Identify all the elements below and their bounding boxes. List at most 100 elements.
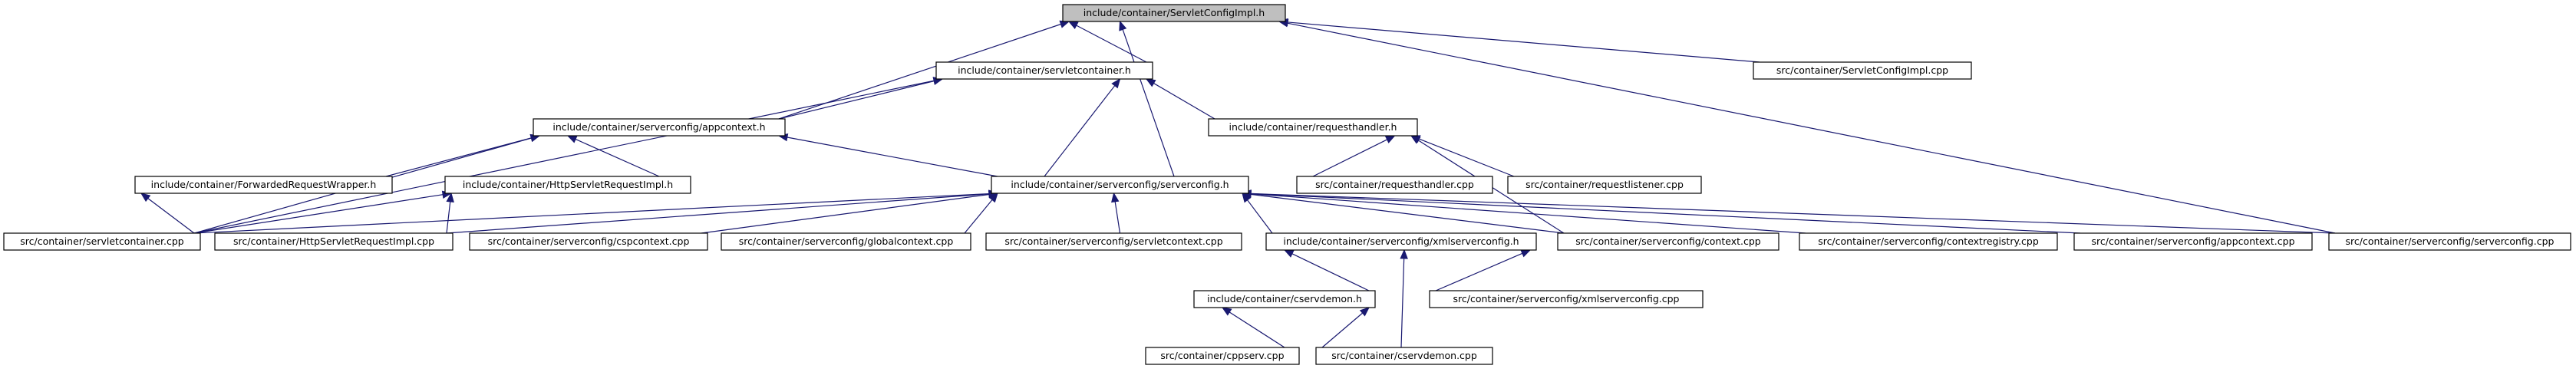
edge-arrowhead xyxy=(1283,249,1295,258)
edge-cfgimpl_cpp-to-root xyxy=(1278,18,1760,63)
node-servletcontainer-h[interactable]: include/container/servletcontainer.h xyxy=(935,61,1153,80)
edge-arrowhead xyxy=(1400,249,1408,259)
svg-text:src/container/serverconfig/ser: src/container/serverconfig/serverconfig.… xyxy=(2346,235,2555,247)
edge-arrowhead xyxy=(1384,135,1396,143)
node-httpservletrequestimpl-h[interactable]: include/container/HttpServletRequestImpl… xyxy=(444,176,691,194)
svg-text:src/container/serverconfig/ser: src/container/serverconfig/servletcontex… xyxy=(1004,235,1222,247)
svg-text:src/container/serverconfig/xml: src/container/serverconfig/xmlserverconf… xyxy=(1453,293,1680,305)
edge-arrowhead xyxy=(1067,21,1079,29)
edge-line xyxy=(1250,193,2336,234)
edge-arrowhead xyxy=(1359,307,1370,317)
svg-text:src/container/servletcontainer: src/container/servletcontainer.cpp xyxy=(20,235,184,247)
edge-arrowhead xyxy=(566,135,578,143)
node-appcontext-cpp[interactable]: src/container/serverconfig/appcontext.cp… xyxy=(2073,232,2313,251)
node-requestlistener-cpp[interactable]: src/container/requestlistener.cpp xyxy=(1507,176,1702,194)
edge-line xyxy=(1287,22,2336,234)
edge-line xyxy=(385,137,532,177)
edge-servletcontainer_cpp-to-serverconfig_h xyxy=(193,189,999,234)
svg-text:src/container/serverconfig/glo: src/container/serverconfig/globalcontext… xyxy=(739,235,954,247)
edge-context_cpp-to-serverconfig_h xyxy=(1241,190,1565,234)
edge-line xyxy=(1250,193,1565,234)
edge-line xyxy=(193,194,444,234)
edge-line xyxy=(1250,193,2081,234)
node-xmlserverconfig-cpp[interactable]: src/container/serverconfig/xmlserverconf… xyxy=(1429,290,1704,308)
graph-edges xyxy=(140,18,2336,348)
node-servletcontext-cpp[interactable]: src/container/serverconfig/servletcontex… xyxy=(985,232,1242,251)
edge-line xyxy=(446,193,990,234)
node-servletconfigimpl-h[interactable]: include/container/ServletConfigImpl.h xyxy=(1062,4,1286,22)
node-requesthandler-h[interactable]: include/container/requesthandler.h xyxy=(1208,118,1418,137)
node-requesthandler-cpp[interactable]: src/container/requesthandler.cpp xyxy=(1296,176,1493,194)
svg-text:src/container/serverconfig/csp: src/container/serverconfig/cspcontext.cp… xyxy=(488,235,690,247)
edge-line xyxy=(1250,193,1806,234)
node-contextregistry-cpp[interactable]: src/container/serverconfig/contextregist… xyxy=(1799,232,2058,251)
edge-line xyxy=(787,137,998,177)
svg-text:include/container/serverconfig: include/container/serverconfig/servercon… xyxy=(1011,179,1229,190)
edge-xmlserverconfig_cpp-to-xmlserverconfig_h xyxy=(1435,249,1532,291)
node-cservdemon-cpp[interactable]: src/container/cservdemon.cpp xyxy=(1315,347,1493,365)
svg-text:include/container/requesthandl: include/container/requesthandler.h xyxy=(1229,121,1397,133)
edge-httpreqimpl_cpp-to-serverconfig_h xyxy=(446,189,999,234)
edge-line xyxy=(1114,201,1121,234)
edge-serverconfig_cpp-to-serverconfig_h xyxy=(1241,189,2336,234)
graph-nodes: include/container/ServletConfigImpl.h sr… xyxy=(3,4,2571,365)
edge-serverconfig_h-to-servletcontainer_h xyxy=(1044,77,1121,177)
svg-text:src/container/cppserv.cpp: src/container/cppserv.cpp xyxy=(1160,350,1284,361)
edge-line xyxy=(1435,252,1523,291)
edge-line xyxy=(1400,258,1405,348)
edge-arrowhead xyxy=(1111,77,1121,89)
svg-text:include/container/HttpServletR: include/container/HttpServletRequestImpl… xyxy=(463,179,673,190)
edge-arrowhead xyxy=(988,192,998,203)
node-globalcontext-cpp[interactable]: src/container/serverconfig/globalcontext… xyxy=(721,232,971,251)
edge-line xyxy=(147,198,195,234)
edge-line xyxy=(1229,311,1285,348)
edge-arrowhead xyxy=(1410,135,1421,144)
edge-httpreqimpl_cpp-to-httpreqimpl_h xyxy=(446,192,454,234)
svg-text:src/container/serverconfig/con: src/container/serverconfig/contextregist… xyxy=(1818,235,2039,247)
node-appcontext-h[interactable]: include/container/serverconfig/appcontex… xyxy=(533,118,786,137)
node-cspcontext-cpp[interactable]: src/container/serverconfig/cspcontext.cp… xyxy=(469,232,708,251)
edge-cservdemon_h-to-xmlserverconfig_h xyxy=(1283,249,1370,291)
edge-cspcontext_cpp-to-serverconfig_h xyxy=(701,190,999,234)
node-servletcontainer-cpp[interactable]: src/container/servletcontainer.cpp xyxy=(3,232,201,251)
edge-line xyxy=(1287,21,1760,63)
node-xmlserverconfig-h[interactable]: include/container/serverconfig/xmlserver… xyxy=(1265,232,1537,251)
edge-arrowhead xyxy=(1145,78,1156,87)
edge-cservdemon_cpp-to-xmlserverconfig_h xyxy=(1400,249,1408,348)
edge-line xyxy=(575,138,660,177)
edge-line xyxy=(1247,199,1273,234)
svg-text:src/container/cservdemon.cpp: src/container/cservdemon.cpp xyxy=(1331,350,1477,361)
edge-line xyxy=(1291,253,1370,291)
edge-serverconfig_cpp-to-root xyxy=(1278,19,2336,234)
edge-serverconfig_h-to-root xyxy=(1119,20,1175,177)
edge-line xyxy=(1312,139,1387,177)
edge-line xyxy=(193,80,935,234)
svg-text:src/container/HttpServletReque: src/container/HttpServletRequestImpl.cpp xyxy=(233,235,434,247)
node-cservdemon-h[interactable]: include/container/cservdemon.h xyxy=(1193,290,1376,308)
node-servletconfigimpl-cpp[interactable]: src/container/ServletConfigImpl.cpp xyxy=(1753,61,1972,80)
node-context-cpp[interactable]: src/container/serverconfig/context.cpp xyxy=(1557,232,1779,251)
node-httpservletrequestimpl-cpp[interactable]: src/container/HttpServletRequestImpl.cpp xyxy=(214,232,454,251)
node-serverconfig-h[interactable]: include/container/serverconfig/servercon… xyxy=(991,176,1249,194)
svg-text:include/container/serverconfig: include/container/serverconfig/xmlserver… xyxy=(1283,235,1519,247)
edge-line xyxy=(446,201,451,234)
edge-servletcontainer_h-to-root xyxy=(1067,21,1147,63)
edge-line xyxy=(1044,85,1116,177)
node-serverconfig-cpp[interactable]: src/container/serverconfig/serverconfig.… xyxy=(2328,232,2571,251)
node-cppserv-cpp[interactable]: src/container/cppserv.cpp xyxy=(1145,347,1300,365)
node-forwardedrequestwrapper-h[interactable]: include/container/ForwardedRequestWrappe… xyxy=(134,176,393,194)
edge-fwdwrapper_h-to-appcontext_h xyxy=(385,133,541,177)
edge-line xyxy=(701,193,990,234)
edge-arrowhead xyxy=(1520,249,1532,258)
edge-httpreqimpl_h-to-appcontext_h xyxy=(566,135,660,177)
svg-text:include/container/ForwardedReq: include/container/ForwardedRequestWrappe… xyxy=(151,179,377,190)
edge-line xyxy=(1321,312,1364,348)
edge-line xyxy=(778,81,935,120)
svg-text:src/container/serverconfig/con: src/container/serverconfig/context.cpp xyxy=(1575,235,1761,247)
edge-requestlistener_cpp-to-requesthandler_h xyxy=(1410,135,1515,177)
edge-arrowhead xyxy=(1119,20,1127,31)
svg-text:src/container/requestlistener.: src/container/requestlistener.cpp xyxy=(1525,179,1684,190)
edge-arrowhead xyxy=(1221,307,1232,316)
edge-serverconfig_h-to-appcontext_h xyxy=(777,133,998,177)
